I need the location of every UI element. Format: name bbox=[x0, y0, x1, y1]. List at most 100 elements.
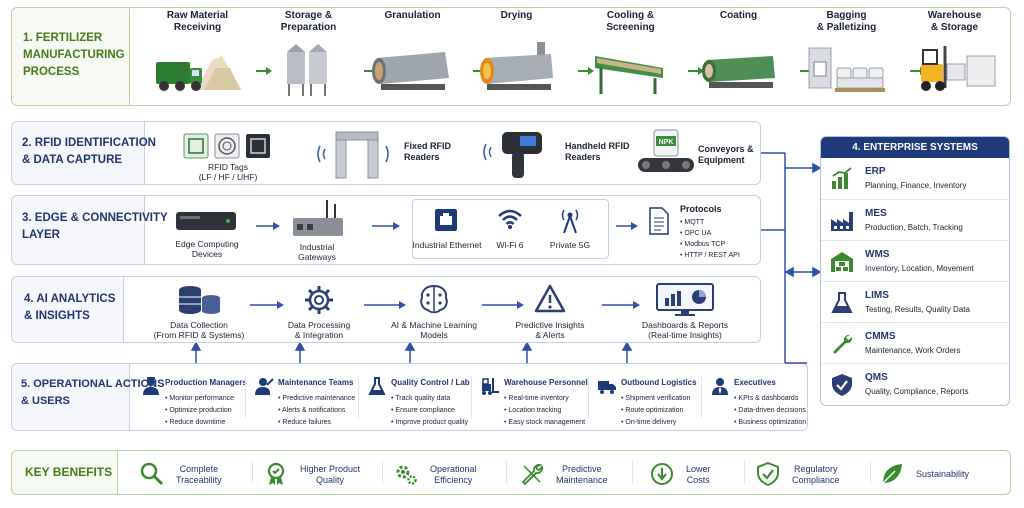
ai-arrow-4 bbox=[602, 301, 640, 309]
user-task: Real-time inventory bbox=[504, 393, 585, 405]
user-group-list: KPIs & dashboards Data-driven decisions … bbox=[734, 393, 806, 429]
dump-truck-illustration bbox=[155, 56, 242, 91]
magnifier-icon bbox=[140, 462, 164, 486]
manufacturing-process-panel: 1. FERTILIZER MANUFACTURING PROCESS Raw … bbox=[11, 7, 1011, 106]
flow-arrow-1 bbox=[256, 67, 272, 75]
benefit-divider bbox=[632, 461, 633, 484]
user-group-title: Outbound Logistics bbox=[621, 378, 697, 387]
edge-label-box bbox=[12, 196, 145, 264]
gear-icon bbox=[305, 286, 333, 314]
stage-storage-preparation: Storage &Preparation bbox=[256, 8, 361, 105]
stage-drying: Drying bbox=[464, 8, 569, 105]
rfid-tags-label: RFID Tags(LF / HF / UHF) bbox=[198, 162, 258, 182]
forklift-illustration bbox=[920, 46, 995, 91]
executive-person-icon bbox=[712, 378, 728, 395]
stage-coating: Coating bbox=[686, 8, 791, 105]
screener-illustration bbox=[594, 56, 663, 94]
system-desc: Planning, Finance, Inventory bbox=[865, 181, 967, 190]
protocol-item: MQTT bbox=[680, 217, 758, 228]
system-desc: Testing, Results, Quality Data bbox=[865, 305, 970, 314]
network-options-box bbox=[412, 199, 609, 259]
factory-icon bbox=[831, 212, 853, 231]
edge-arrow-2 bbox=[372, 222, 400, 230]
ethernet-icon bbox=[435, 209, 457, 231]
user-task: Alerts & notifications bbox=[278, 405, 355, 417]
flask-icon bbox=[831, 292, 853, 313]
shield-check-icon bbox=[757, 462, 779, 486]
edge-section-label: 3. EDGE & CONNECTIVITY LAYER bbox=[22, 212, 168, 241]
rfid-label-box bbox=[12, 122, 145, 184]
benefit-sustainability: Sustainability bbox=[880, 451, 1000, 494]
user-group-title: Production Managers bbox=[165, 378, 247, 387]
rfid-section-label: 2. RFID IDENTIFICATION & DATA CAPTURE bbox=[22, 137, 156, 166]
user-task: KPIs & dashboards bbox=[734, 393, 806, 405]
bar-chart-icon bbox=[832, 167, 852, 189]
delivery-truck-icon bbox=[598, 381, 616, 394]
user-group-title: Executives bbox=[734, 378, 776, 387]
process-section-label: 1. FERTILIZER MANUFACTURING PROCESS bbox=[23, 32, 125, 78]
user-task: Improve product quality bbox=[391, 417, 468, 429]
conveyor-bag-icon: NPK bbox=[638, 129, 694, 172]
ai-arrow-2 bbox=[364, 301, 406, 309]
user-task: On-time delivery bbox=[621, 417, 690, 429]
user-group-list: Predictive maintenance Alerts & notifica… bbox=[278, 393, 355, 429]
down-arrow-circle-icon bbox=[651, 463, 673, 485]
system-desc: Maintenance, Work Orders bbox=[865, 346, 961, 355]
enterprise-connectors bbox=[761, 152, 822, 364]
dashboard-monitor-icon bbox=[656, 283, 714, 316]
user-task: Reduce downtime bbox=[165, 417, 234, 429]
stage-granulation: Granulation bbox=[360, 8, 465, 105]
user-task: Data-driven decisions bbox=[734, 405, 806, 417]
flow-arrow-5 bbox=[688, 67, 704, 75]
user-divider bbox=[588, 376, 589, 418]
user-divider bbox=[701, 376, 702, 418]
benefits-title: KEY BENEFITS bbox=[25, 465, 113, 479]
protocol-item: OPC UA bbox=[680, 228, 758, 239]
users-groups-box: Production Managers Monitor performance … bbox=[133, 366, 806, 428]
user-group-list: Real-time inventory Location tracking Ea… bbox=[504, 393, 585, 429]
wrench-icon bbox=[833, 334, 853, 354]
user-group-title: Quality Control / Lab bbox=[391, 378, 470, 387]
user-divider bbox=[245, 376, 246, 418]
benefit-divider bbox=[252, 461, 253, 484]
lab-flask-icon bbox=[368, 377, 386, 395]
system-name: MES bbox=[865, 208, 887, 219]
system-desc: Quality, Compliance, Reports bbox=[865, 387, 969, 396]
system-name: LIMS bbox=[865, 290, 889, 301]
rfid-capture-panel: 2. RFID IDENTIFICATION & DATA CAPTURE RF… bbox=[11, 121, 761, 185]
ai-step-label-2: Data Processing& Integration bbox=[287, 320, 351, 340]
ai-analytics-panel: 4. AI ANALYTICS & INSIGHTS Data Collecti… bbox=[11, 276, 761, 343]
database-icon bbox=[179, 286, 220, 314]
user-group-maintenance-teams: Maintenance Teams Predictive maintenance… bbox=[246, 366, 358, 428]
user-group-title: Maintenance Teams bbox=[278, 378, 354, 387]
process-label-box bbox=[12, 8, 130, 105]
protocols-list: MQTT OPC UA Modbus TCP HTTP / REST API bbox=[680, 217, 758, 261]
edge-arrow-1 bbox=[256, 222, 280, 230]
silo-illustration bbox=[286, 44, 327, 96]
user-task: Location tracking bbox=[504, 405, 585, 417]
benefits-label-box bbox=[12, 451, 118, 494]
benefit-divider bbox=[870, 461, 871, 484]
protocols-block: Protocols MQTT OPC UA Modbus TCP HTTP / … bbox=[680, 204, 758, 261]
stage-warehouse-storage: Warehouse& Storage bbox=[902, 8, 1007, 105]
edge-device-icon bbox=[176, 212, 236, 230]
user-group-list: Monitor performance Optimize production … bbox=[165, 393, 234, 429]
system-mes: MES Production, Batch, Tracking bbox=[821, 199, 1009, 240]
ai-step-label-1: Data Collection(From RFID & Systems) bbox=[153, 320, 245, 340]
user-task: Business optimization bbox=[734, 417, 806, 429]
leaf-icon bbox=[882, 464, 902, 484]
